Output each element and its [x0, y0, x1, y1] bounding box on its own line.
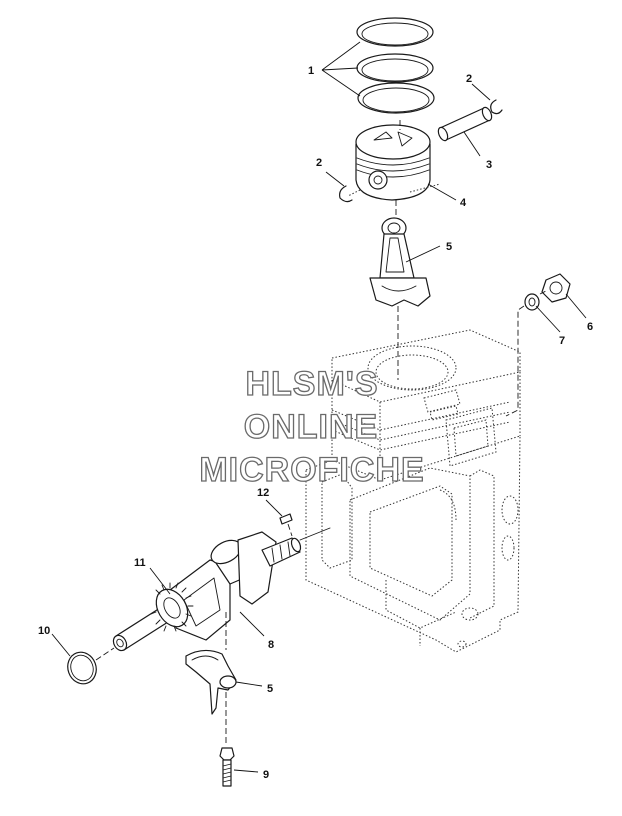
callout-2-right: 2: [466, 73, 472, 85]
hex-nut[interactable]: [541, 273, 571, 303]
watermark: HLSM'S ONLINE MICROFICHE: [199, 364, 425, 489]
crankshaft[interactable]: [111, 527, 331, 653]
callout-5-cap: 5: [267, 683, 273, 695]
callout-labels: 1 2 3 2 4 5 6 7 12 11 10 8 5 9: [38, 65, 593, 781]
woodruff-key[interactable]: [279, 513, 293, 525]
rod-cap[interactable]: [185, 649, 237, 715]
callout-12: 12: [257, 487, 269, 499]
connecting-rod[interactable]: [369, 217, 431, 307]
callout-8: 8: [268, 639, 274, 651]
callout-11: 11: [134, 557, 146, 569]
callout-9: 9: [263, 769, 269, 781]
callout-2-left: 2: [316, 157, 322, 169]
callout-4: 4: [460, 197, 467, 209]
callout-1: 1: [308, 65, 314, 77]
watermark-line-2: ONLINE: [244, 408, 378, 446]
leader-lines: [51, 41, 587, 773]
callout-6: 6: [587, 321, 593, 333]
wrist-pin[interactable]: [436, 106, 493, 142]
piston[interactable]: [347, 124, 441, 201]
pin-clip-right[interactable]: [490, 99, 503, 115]
callout-7: 7: [559, 335, 565, 347]
retaining-ring[interactable]: [63, 648, 100, 688]
watermark-line-1: HLSM'S: [245, 365, 378, 403]
watermark-line-3: MICROFICHE: [199, 451, 424, 489]
callout-10: 10: [38, 625, 50, 637]
piston-rings[interactable]: [356, 17, 435, 114]
rod-bolt[interactable]: [219, 747, 235, 787]
washer[interactable]: [524, 293, 540, 311]
callout-3: 3: [486, 159, 492, 171]
crankcase[interactable]: [305, 329, 521, 653]
crank-gear[interactable]: [150, 582, 194, 632]
pin-clip-left[interactable]: [339, 185, 353, 203]
callout-5-rod: 5: [446, 241, 452, 253]
